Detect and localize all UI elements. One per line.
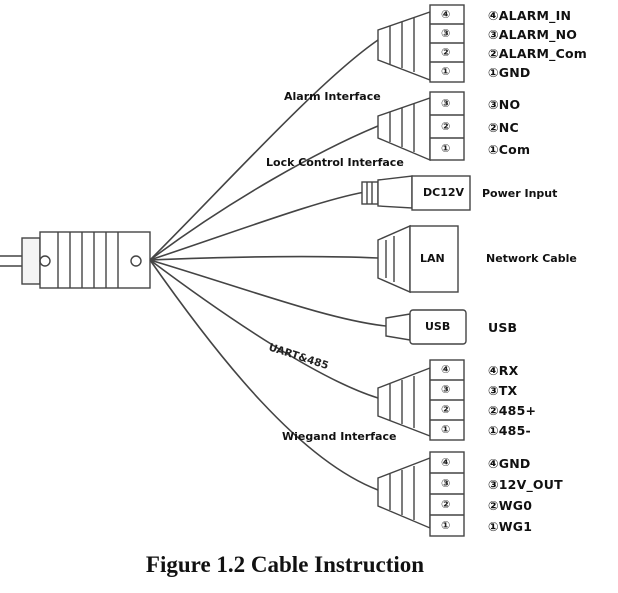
alarm-pin-2: ②ALARM_Com bbox=[488, 46, 587, 61]
lock-pin-2: ②NC bbox=[488, 120, 519, 135]
alarm-pin-4: ④ALARM_IN bbox=[488, 8, 572, 23]
main-cable-body bbox=[0, 231, 151, 289]
lock-slot-1: ① bbox=[441, 142, 451, 155]
wiegand-slot-2: ② bbox=[441, 498, 451, 511]
power-connector-text: DC12V bbox=[423, 186, 465, 199]
lock-slot-3: ③ bbox=[441, 97, 451, 110]
wiegand-slot-4: ④ bbox=[441, 456, 451, 469]
uart-pin-3: ③TX bbox=[488, 383, 518, 398]
wires bbox=[149, 39, 387, 491]
alarm-slot-4: ④ bbox=[441, 8, 451, 21]
alarm-slot-3: ③ bbox=[441, 27, 451, 40]
wiegand-slot-3: ③ bbox=[441, 477, 451, 490]
uart-pin-4: ④RX bbox=[488, 363, 519, 378]
usb-connector-text: USB bbox=[425, 320, 451, 333]
alarm-pin-1: ①GND bbox=[488, 65, 531, 80]
power-input-label: Power Input bbox=[482, 187, 558, 200]
uart-slot-3: ③ bbox=[441, 383, 451, 396]
uart-interface-label: UART&485 bbox=[267, 341, 330, 372]
alarm-interface-label: Alarm Interface bbox=[284, 90, 381, 103]
uart-slot-2: ② bbox=[441, 403, 451, 416]
wiegand-pin-2: ②WG0 bbox=[488, 498, 533, 513]
lan-connector bbox=[377, 224, 459, 294]
usb-connector bbox=[385, 309, 467, 345]
uart-terminal-block bbox=[377, 359, 465, 441]
uart-pin-2: ②485+ bbox=[488, 403, 537, 418]
network-cable-label: Network Cable bbox=[486, 252, 577, 265]
wiegand-interface-label: Wiegand Interface bbox=[282, 430, 397, 443]
usb-label: USB bbox=[488, 320, 518, 335]
wiegand-pin-4: ④GND bbox=[488, 456, 531, 471]
figure-caption: Figure 1.2 Cable Instruction bbox=[145, 552, 425, 577]
lock-pin-1: ①Com bbox=[488, 142, 531, 157]
wiegand-pin-3: ③12V_OUT bbox=[488, 477, 563, 492]
uart-slot-1: ① bbox=[441, 423, 451, 436]
lock-pin-3: ③NO bbox=[488, 97, 521, 112]
lan-connector-text: LAN bbox=[420, 252, 445, 265]
wiegand-terminal-block bbox=[377, 451, 465, 537]
wiegand-slot-1: ① bbox=[441, 519, 451, 532]
power-connector bbox=[361, 175, 471, 211]
lock-interface-label: Lock Control Interface bbox=[266, 156, 404, 169]
wiegand-pin-1: ①WG1 bbox=[488, 519, 533, 534]
alarm-slot-2: ② bbox=[441, 46, 451, 59]
uart-pin-1: ①485- bbox=[488, 423, 531, 438]
uart-slot-4: ④ bbox=[441, 363, 451, 376]
alarm-terminal-block bbox=[377, 4, 465, 83]
alarm-pin-3: ③ALARM_NO bbox=[488, 27, 578, 42]
lock-terminal-block bbox=[377, 91, 465, 162]
lock-slot-2: ② bbox=[441, 120, 451, 133]
alarm-slot-1: ① bbox=[441, 65, 451, 78]
